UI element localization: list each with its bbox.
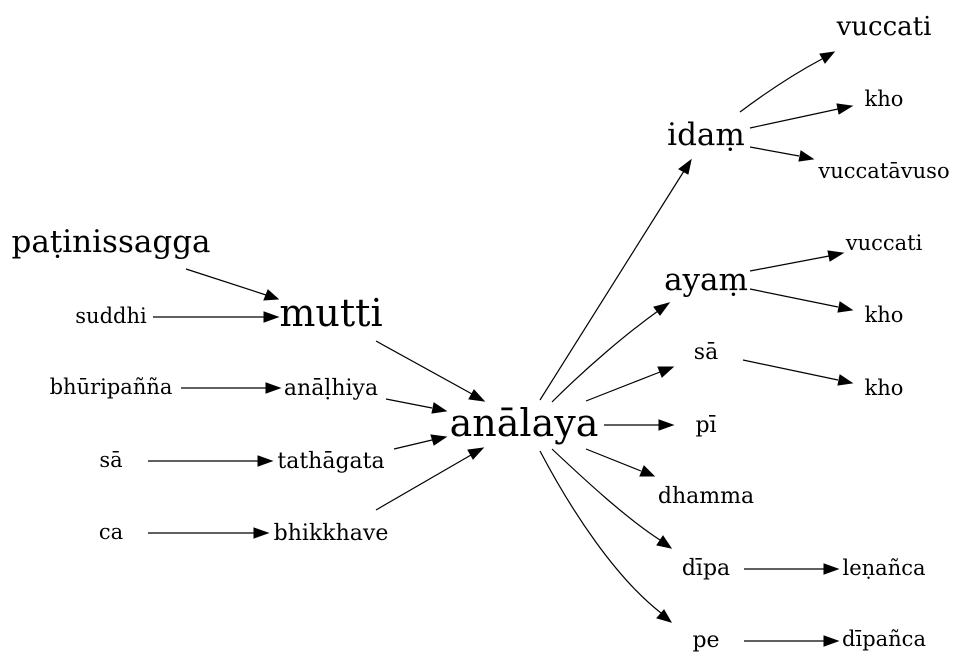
edge-dipa-lenanca — [744, 563, 840, 575]
node-kho-3: kho — [865, 376, 904, 400]
edge-analaya-sa — [585, 366, 675, 402]
node-dhamma: dhamma — [658, 484, 754, 509]
edge-pe-dipanca — [744, 635, 840, 647]
edge-analaya-ayam — [551, 302, 671, 403]
edge-analaya-dipa — [551, 448, 673, 549]
node-ca: ca — [99, 520, 123, 544]
node-mutti: mutti — [279, 291, 382, 335]
node-patinissagga: paṭinissagga — [11, 224, 210, 260]
edge-suddhi-mutti — [153, 311, 280, 323]
edge-analaya-pi — [604, 419, 675, 431]
edge-ayam-kho — [749, 288, 854, 313]
node-kho-2: kho — [865, 303, 904, 327]
node-analhiya: anāḷhiya — [284, 376, 378, 401]
node-sa-right: sā — [694, 340, 718, 365]
node-dipanca: dīpañca — [842, 627, 926, 651]
nodes: paṭinissagga suddhi bhūripañña sā ca mut… — [11, 12, 949, 653]
node-bhikkhave: bhikkhave — [274, 521, 389, 546]
node-vuccati-mid: vuccati — [845, 231, 923, 255]
edge-analaya-dhamma — [585, 448, 656, 477]
node-ayam: ayaṃ — [664, 262, 748, 298]
edge-bhikkhave-analaya — [375, 447, 485, 511]
edge-idam-vuccati — [739, 51, 836, 113]
node-pi: pī — [695, 413, 716, 438]
edge-bhuripanna-analhiya — [181, 382, 282, 394]
node-tathagata: tathāgata — [277, 449, 384, 474]
edge-ayam-vuccati — [749, 250, 845, 272]
node-pe: pe — [692, 628, 719, 653]
node-analaya: anālaya — [450, 401, 599, 445]
edge-sa-kho — [742, 359, 854, 386]
node-vuccatavuso: vuccatāvuso — [817, 159, 949, 183]
edge-analaya-pe — [539, 450, 673, 623]
node-vuccati-top: vuccati — [836, 12, 932, 42]
node-suddhi: suddhi — [75, 304, 147, 328]
edge-sa-tathagata — [148, 455, 274, 467]
edge-patinissagga-mutti — [185, 268, 280, 301]
node-bhuripanna: bhūripañña — [50, 375, 173, 399]
edge-idam-kho — [749, 103, 854, 129]
edge-analaya-idam — [539, 158, 692, 401]
node-lenanca: leṇañca — [843, 556, 926, 580]
edge-tathagata-analaya — [393, 434, 448, 450]
edge-ca-bhikkhave — [148, 527, 270, 539]
edge-idam-vuccatavuso — [749, 146, 815, 162]
edges — [148, 51, 854, 647]
edge-mutti-analaya — [375, 340, 486, 402]
node-dipa: dīpa — [682, 556, 730, 581]
edge-analhiya-analaya — [385, 398, 448, 414]
node-sa-left: sā — [99, 448, 122, 472]
node-kho-1: kho — [865, 87, 904, 111]
node-idam: idaṃ — [667, 117, 745, 153]
